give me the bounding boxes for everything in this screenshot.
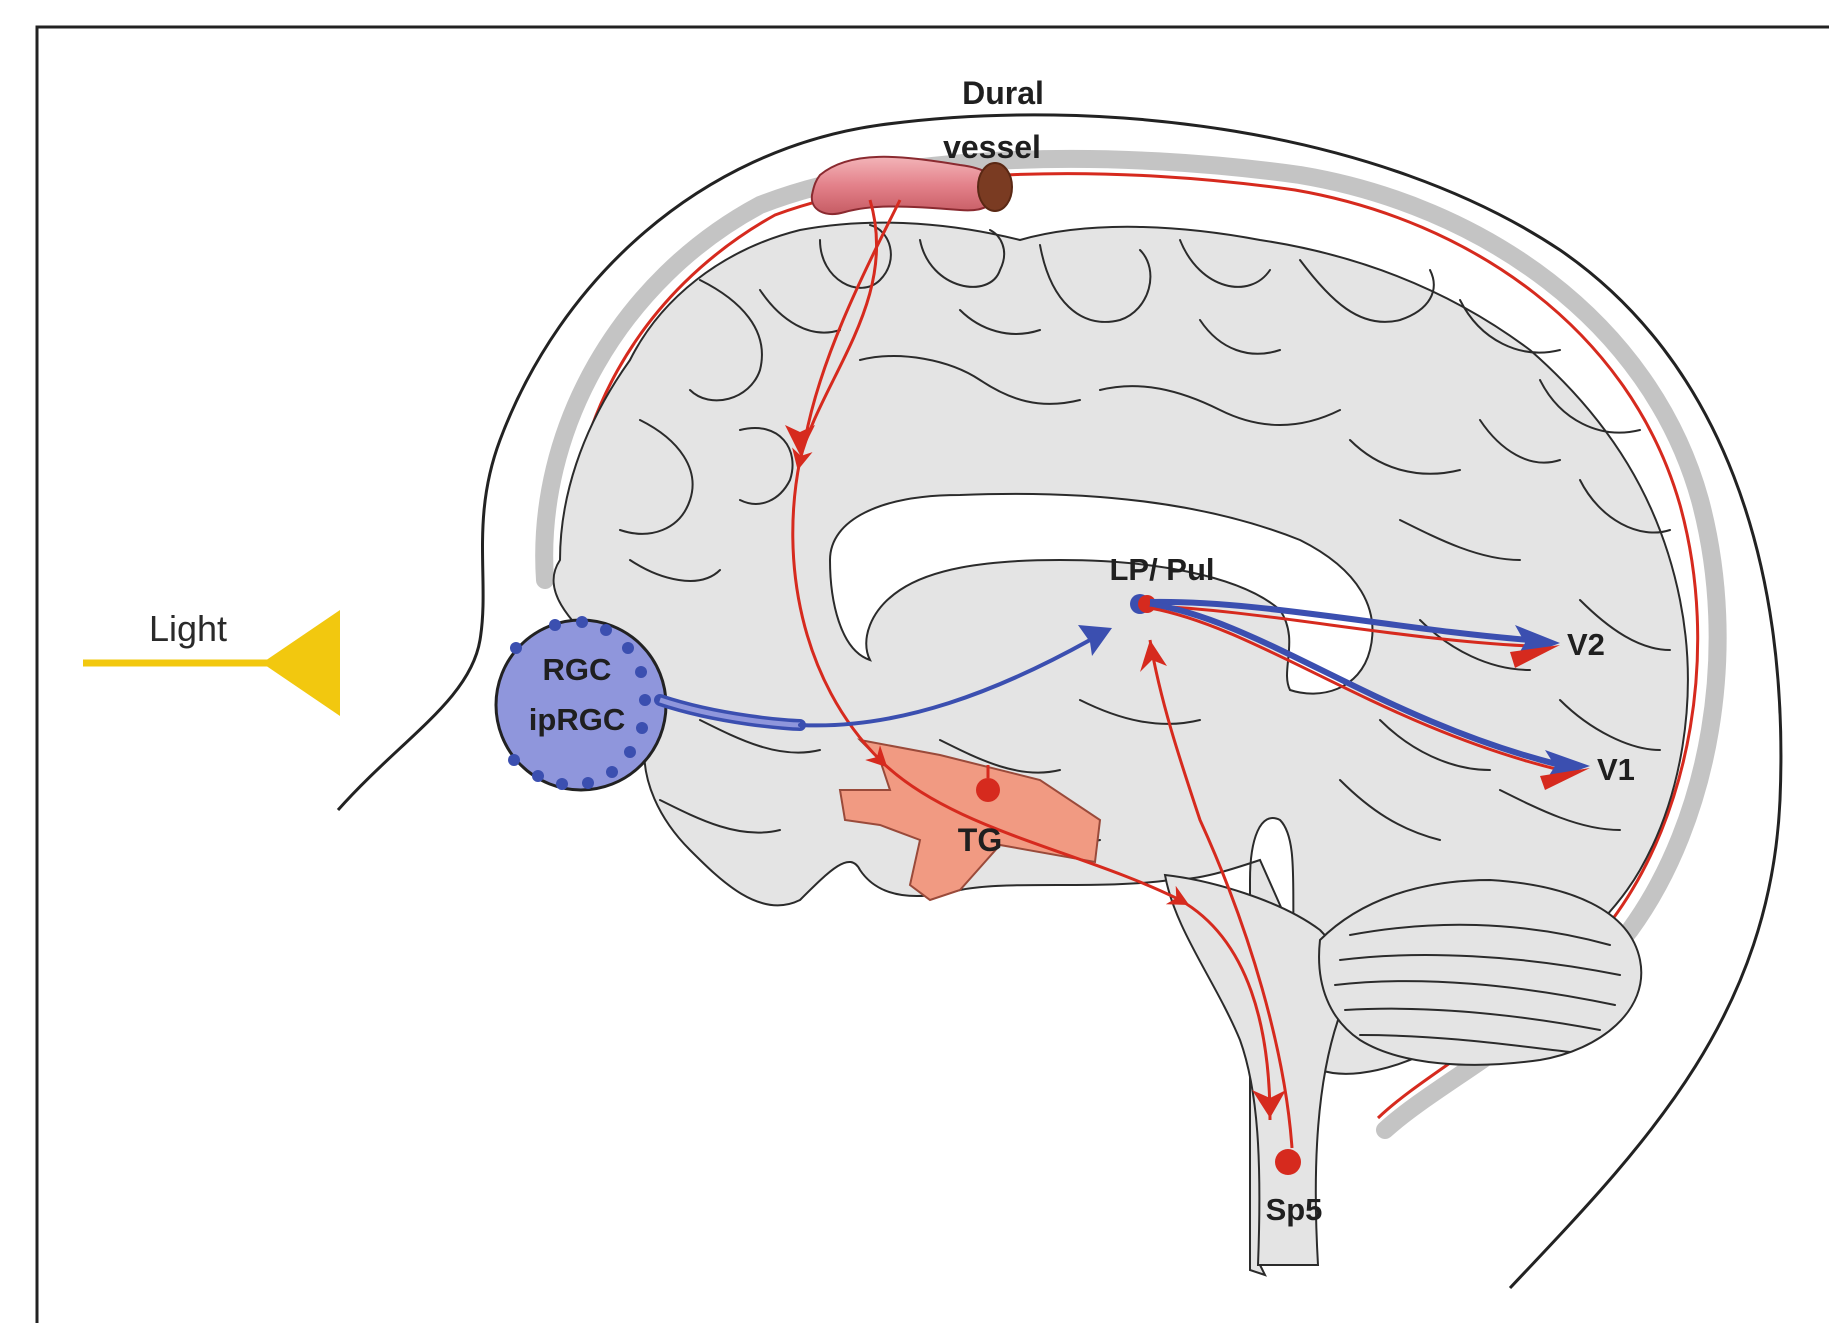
dural-vessel-label: Dural (962, 75, 1044, 111)
sp5-neuron (1275, 1149, 1301, 1175)
tg-label: TG (958, 822, 1002, 858)
iprgc-label: ipRGC (529, 702, 625, 737)
cerebellum (1319, 880, 1641, 1065)
lp-pul-label: LP/ Pul (1109, 552, 1214, 587)
rgc-label: RGC (543, 652, 612, 687)
v2-label: V2 (1567, 627, 1605, 662)
sp5-label: Sp5 (1266, 1192, 1323, 1227)
light-label: Light (149, 608, 227, 649)
tg-neuron (976, 778, 1000, 802)
dural-vessel-label-line2: vessel (943, 129, 1041, 165)
v1-label: V1 (1597, 752, 1635, 787)
